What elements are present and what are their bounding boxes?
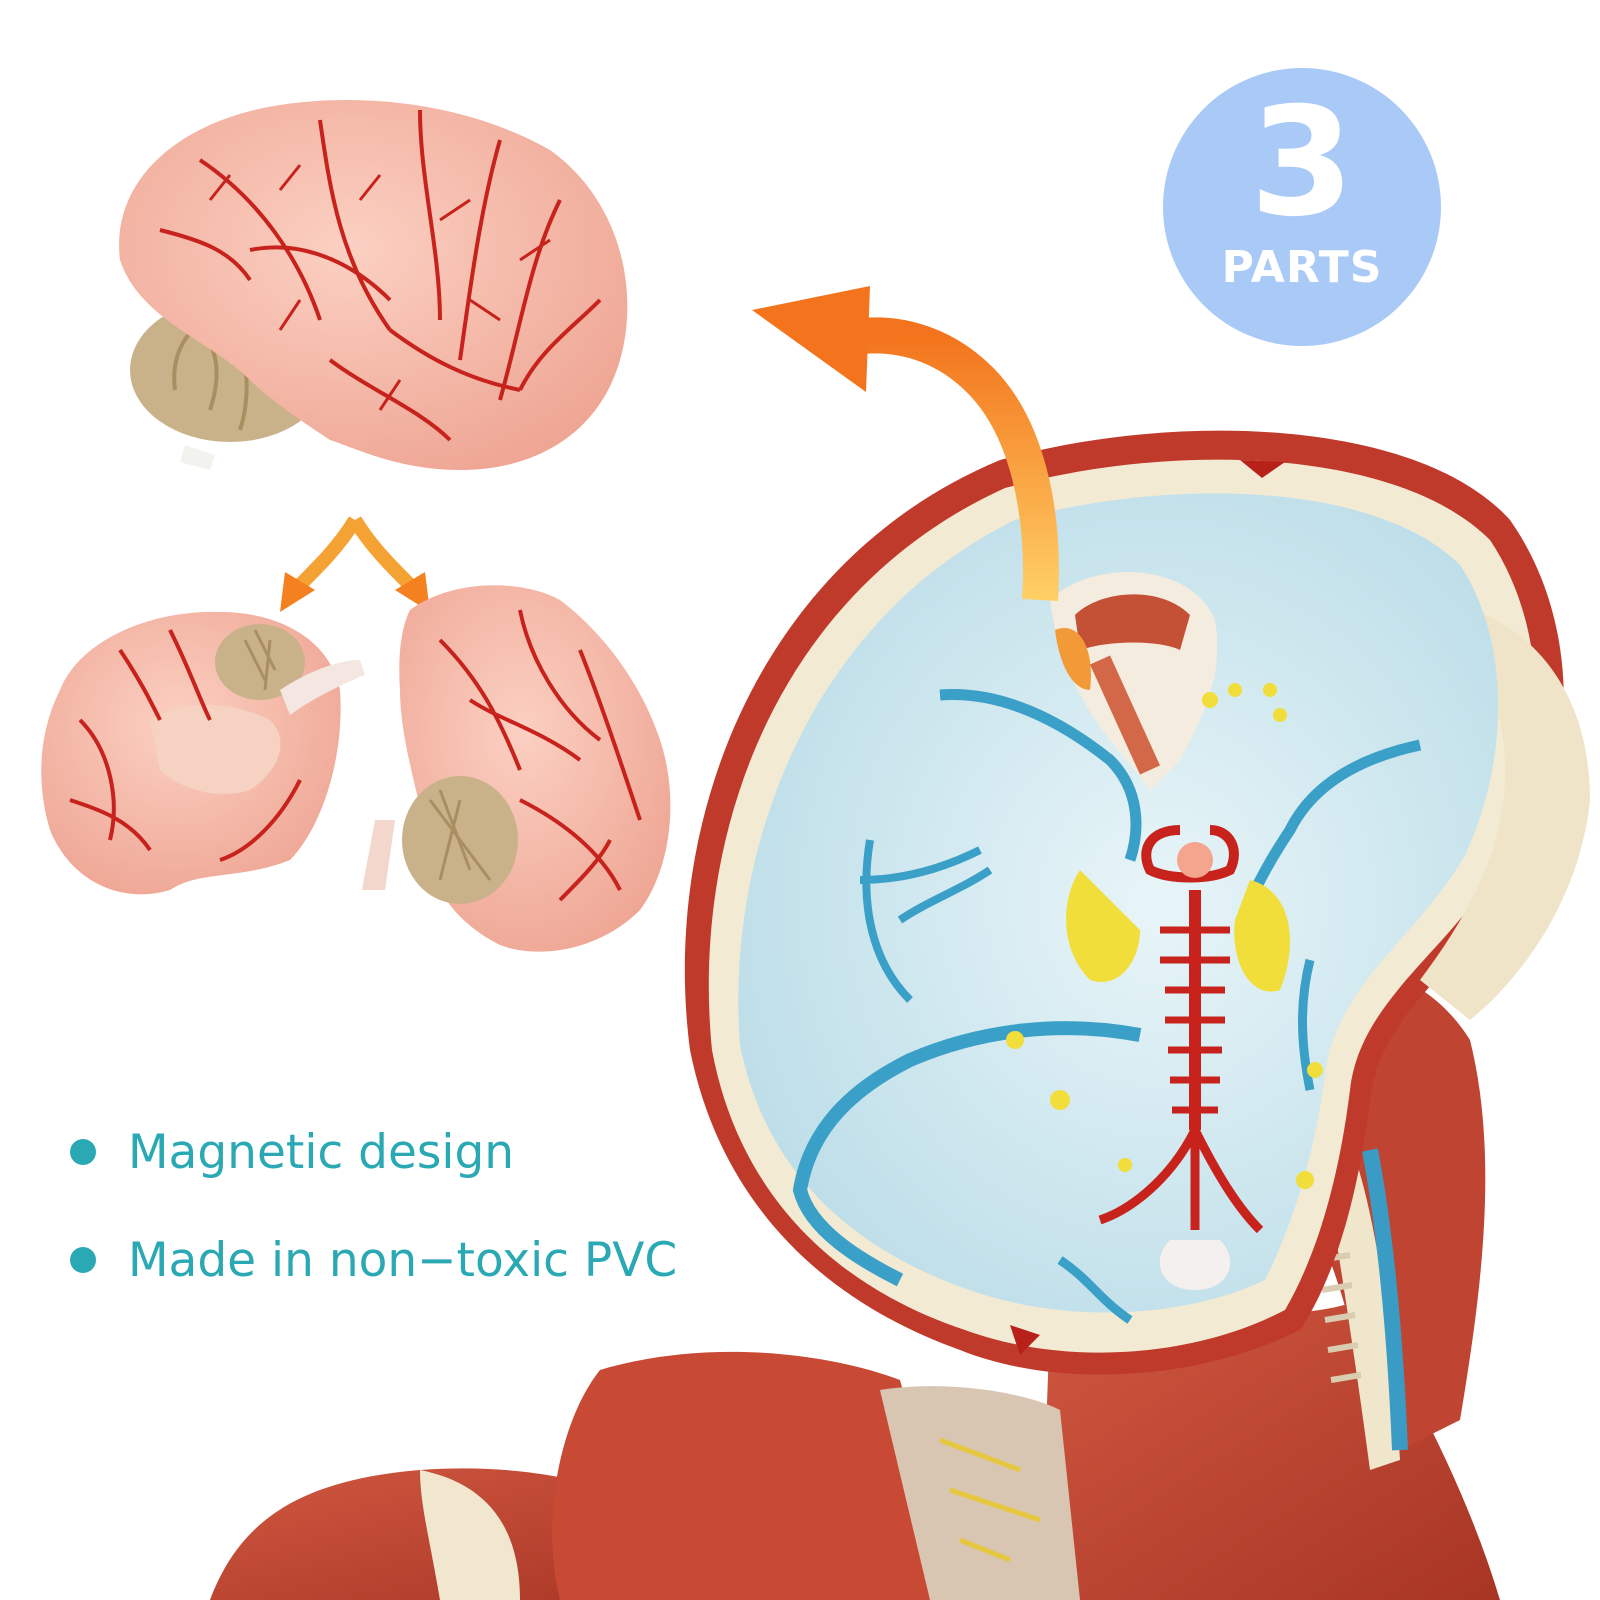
brain-left-half-image [41,611,365,895]
brain-whole-image [119,100,628,470]
split-arrow-icon [280,478,430,612]
parts-badge: 3 PARTS [1163,68,1441,346]
feature-text: Magnetic design [128,1124,515,1180]
parts-label: PARTS [1221,242,1383,293]
bullet-icon [70,1247,96,1273]
parts-count: 3 [1249,76,1355,250]
brain-right-half-image [362,585,671,952]
skull-model [684,430,1590,1375]
torso-model [210,1300,1500,1600]
feature-item: Magnetic design [70,1122,514,1182]
feature-text: Made in non−toxic PVC [128,1232,678,1288]
curved-arrow-icon [752,286,1059,602]
bullet-icon [70,1139,96,1165]
feature-item: Made in non−toxic PVC [70,1230,677,1290]
